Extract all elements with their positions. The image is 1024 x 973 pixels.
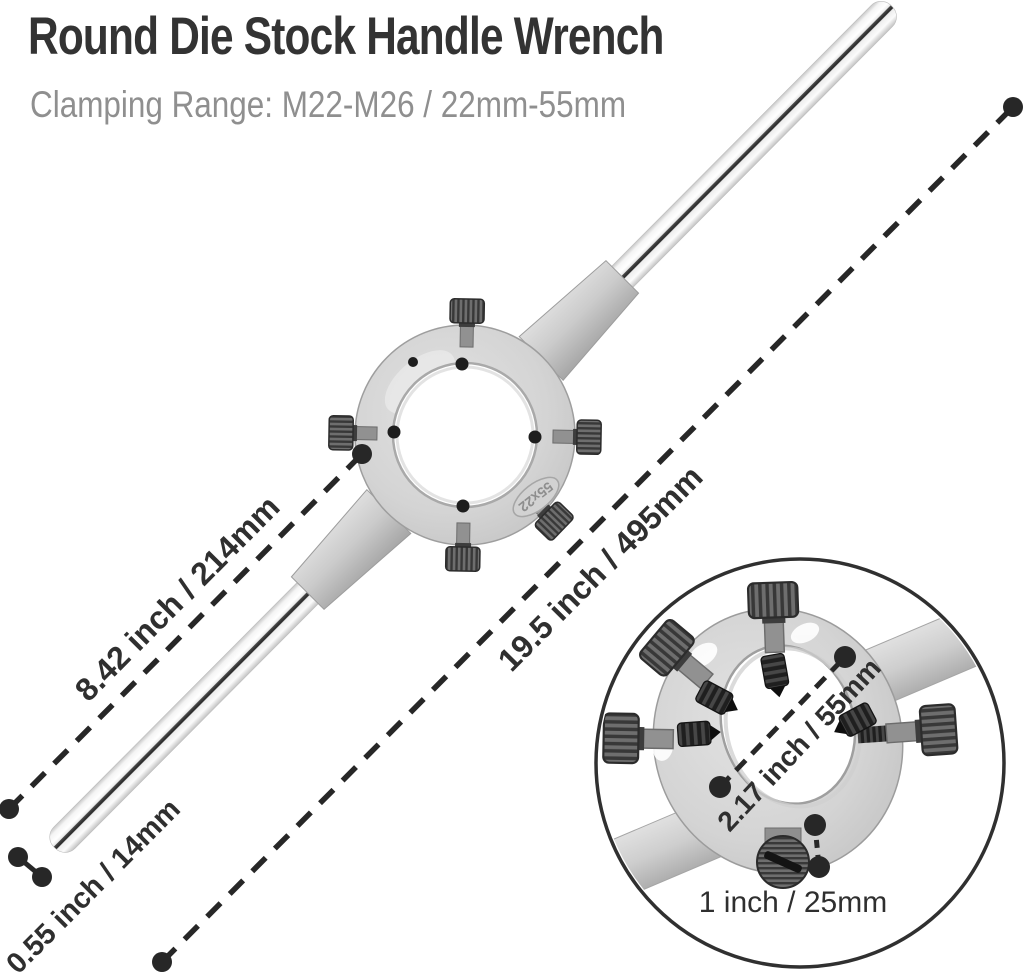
bore-diameter-line xyxy=(718,655,847,789)
dimension-annotations xyxy=(0,97,1023,972)
magnifier-detail: 2.17 inch / 55mm 1 inch / 25mm xyxy=(594,557,1006,969)
set-screw-tips xyxy=(387,357,542,513)
rod-boss-lower xyxy=(290,488,412,611)
die-thickness-dot-start xyxy=(804,814,826,836)
total-length-dot-start xyxy=(152,952,172,972)
rod-diameter-dot-start xyxy=(8,847,28,867)
clamping-range-subtitle: Clamping Range: M22-M26 / 22mm-55mm xyxy=(30,84,627,125)
magnifier-screw-right xyxy=(857,702,959,760)
total-length-line xyxy=(160,105,1015,964)
handle-length-label: 8.42 inch / 214mm xyxy=(68,488,287,708)
die-thickness-label: 1 inch / 25mm xyxy=(699,886,887,919)
magnifier-screw-bottom xyxy=(756,827,810,889)
die-thickness-dot-end xyxy=(808,856,830,878)
total-length-dot-end xyxy=(1003,97,1023,117)
die-stock-tool: 55x22 xyxy=(49,1,897,853)
size-engraving: 55x22 xyxy=(512,476,560,518)
bore-diameter-dot-end xyxy=(834,646,856,668)
bore-diameter-dot-start xyxy=(709,776,731,798)
rod-diameter-dot-end xyxy=(32,867,52,887)
handle-length-line xyxy=(7,452,364,811)
handle-length-dot-start xyxy=(0,799,19,819)
page-title: Round Die Stock Handle Wrench xyxy=(28,7,664,66)
handle-length-dot-end xyxy=(352,444,372,464)
die-bore xyxy=(391,361,539,509)
